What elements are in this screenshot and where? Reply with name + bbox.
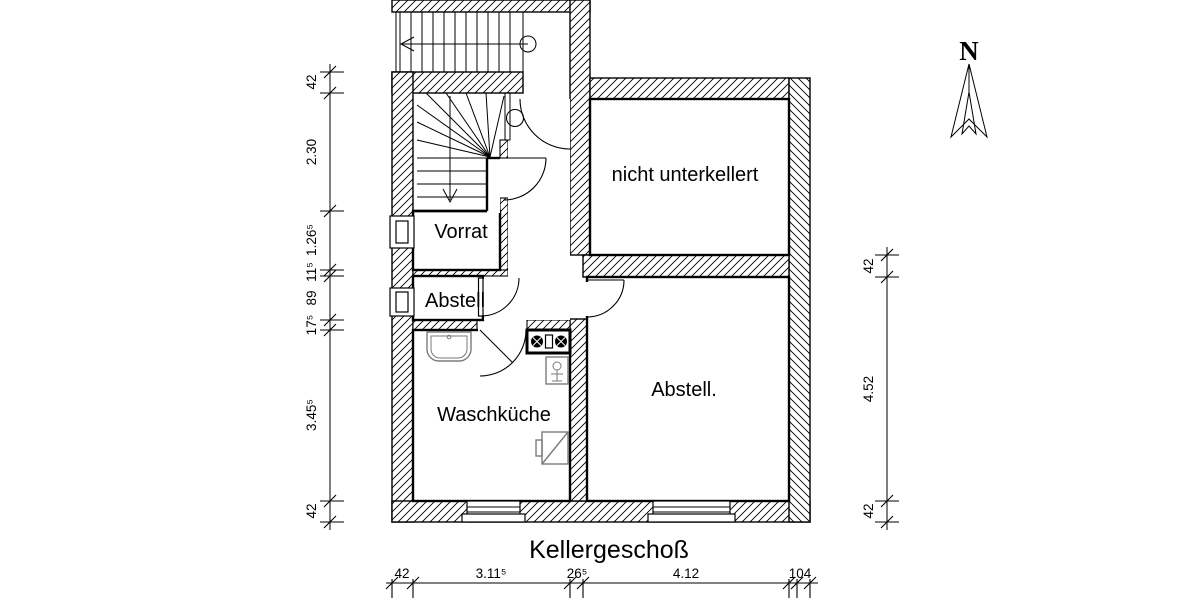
corridor-lower bbox=[484, 277, 570, 320]
wall-middle-horizontal bbox=[582, 254, 790, 278]
room-vorrat bbox=[411, 209, 502, 272]
corridor-upper bbox=[508, 99, 570, 277]
dim-left-4: 89 bbox=[304, 290, 319, 305]
label-vorrat: Vorrat bbox=[434, 221, 488, 243]
wall-waschkueche-north-left bbox=[412, 319, 478, 331]
stair-corridor-parapet bbox=[504, 92, 511, 141]
door-arc-abstell-small bbox=[480, 277, 520, 317]
window-waschkueche bbox=[461, 500, 526, 523]
windows bbox=[389, 215, 736, 523]
dimension-chain-right: 42 4.52 42 bbox=[861, 247, 899, 530]
walk-arrow-down bbox=[442, 188, 458, 204]
dim-left-7: 42 bbox=[304, 503, 319, 518]
boiler-icon bbox=[545, 356, 569, 385]
fixtures bbox=[426, 328, 572, 465]
sink-icon bbox=[426, 331, 472, 362]
dim-bottom-2: 26⁵ bbox=[567, 566, 588, 581]
page-title: Kellergeschoß bbox=[529, 536, 689, 564]
staircase-up-icon bbox=[395, 12, 537, 72]
room-waschkueche bbox=[411, 328, 572, 503]
wall-stair-top bbox=[391, 0, 591, 13]
door-leaf-abstell-small bbox=[477, 277, 484, 317]
wall-right bbox=[788, 77, 811, 523]
floor-drain-icon bbox=[505, 108, 525, 128]
dim-bottom-0: 42 bbox=[394, 566, 409, 581]
washing-machine-icon bbox=[535, 431, 569, 465]
wall-corridor-west-stub-upper bbox=[499, 139, 509, 159]
stove-icon bbox=[525, 328, 572, 355]
north-arrow-inner bbox=[961, 91, 977, 136]
walk-start-circle bbox=[519, 35, 537, 53]
wall-waschkueche-abstell-divider bbox=[569, 318, 588, 502]
dim-right-1: 4.52 bbox=[861, 376, 876, 402]
door-arc-vorrat bbox=[503, 157, 547, 201]
tick-marks-right bbox=[875, 248, 899, 529]
dim-left-3: 11⁵ bbox=[304, 262, 319, 282]
door-arc-stair-landing bbox=[519, 98, 571, 150]
staircase-down-icon bbox=[413, 92, 511, 213]
room-nicht-unterkellert bbox=[588, 97, 791, 257]
dim-right-0: 42 bbox=[861, 258, 876, 273]
door-arc-waschkueche bbox=[479, 329, 527, 377]
north-label: N bbox=[959, 36, 979, 66]
window-abstell-small bbox=[389, 287, 415, 317]
tick-marks-left bbox=[320, 65, 344, 529]
door-arc-abstell-large bbox=[586, 279, 625, 318]
room-labels: Vorrat Abstell nicht unterkellert Abstel… bbox=[425, 164, 759, 426]
window-abstell-large bbox=[647, 500, 736, 523]
room-abstell-large bbox=[585, 275, 791, 503]
wall-corridor-west-stub-lower bbox=[499, 197, 509, 271]
walk-arrow-left bbox=[399, 36, 415, 52]
dim-right-2: 42 bbox=[861, 503, 876, 518]
dim-left-6: 3.45⁵ bbox=[304, 399, 319, 431]
dim-left-0: 42 bbox=[304, 74, 319, 89]
label-waschkueche: Waschküche bbox=[437, 404, 551, 426]
room-interiors bbox=[411, 97, 791, 503]
dimension-chain-left: 42 2.30 1.26⁵ 11⁵ 89 17⁵ 3.45⁵ 42 bbox=[304, 64, 344, 530]
wall-stair-right-and-corridor-east bbox=[569, 0, 591, 256]
opening-vorrat-door bbox=[496, 159, 510, 197]
door-leaf-waschkueche bbox=[479, 329, 513, 363]
dim-left-1: 2.30 bbox=[304, 139, 319, 165]
label-abstell-small: Abstell bbox=[425, 290, 485, 312]
label-abstell-large: Abstell. bbox=[651, 379, 717, 401]
dim-bottom-3: 4.12 bbox=[673, 566, 699, 581]
wall-top-right bbox=[589, 77, 790, 100]
wall-bottom bbox=[391, 500, 811, 523]
north-arrow-outer bbox=[950, 63, 988, 139]
dim-bottom-1: 3.11⁵ bbox=[476, 566, 507, 581]
room-abstell-small bbox=[411, 274, 485, 322]
doors bbox=[477, 98, 625, 377]
dim-bottom-4: 104 bbox=[789, 566, 812, 581]
window-vorrat bbox=[389, 215, 415, 249]
north-arrow-icon: N bbox=[950, 36, 988, 139]
opening-abstell-large-door bbox=[584, 282, 590, 316]
tick-marks-bottom bbox=[385, 576, 817, 598]
label-nicht-unterkellert: nicht unterkellert bbox=[612, 164, 759, 186]
dim-left-5: 17⁵ bbox=[304, 315, 319, 336]
opening-waschkueche-door bbox=[478, 327, 526, 333]
dimension-chain-bottom: 42 3.11⁵ 26⁵ 4.12 104 bbox=[385, 566, 818, 598]
dim-left-2: 1.26⁵ bbox=[304, 224, 319, 256]
